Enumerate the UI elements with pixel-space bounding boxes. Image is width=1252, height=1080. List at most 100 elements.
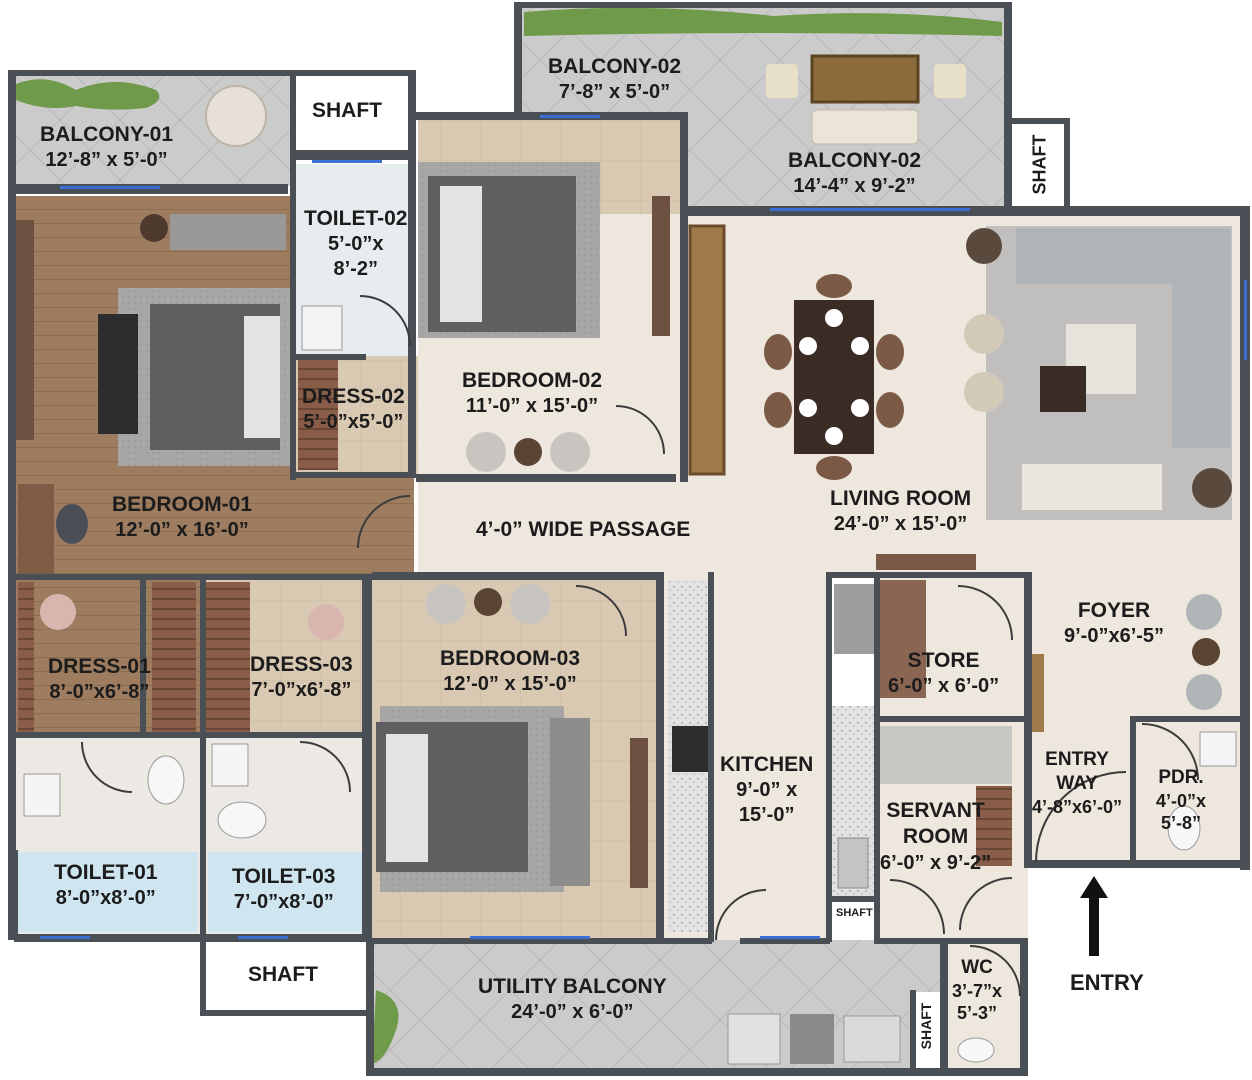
- shaft-top-left-floor: [294, 78, 408, 150]
- pillows-bedroom-01: [244, 316, 280, 438]
- armchair-living-a: [964, 314, 1004, 354]
- pdr-label: PDR. 4’-0”x 5’-8”: [1156, 766, 1206, 835]
- living-room-dim: 24’-0” x 15’-0”: [833, 513, 968, 536]
- balcony-02-small-label: BALCONY-02 7’-8” x 5’-0”: [548, 54, 681, 105]
- cabinet-passage: [688, 224, 726, 476]
- chair-bedroom-03-b: [510, 584, 550, 624]
- dress-01-label: DRESS-01 8’-0”x6’-8”: [48, 654, 151, 705]
- plant-utility: [372, 990, 399, 1064]
- chair-balcony-02-b: [934, 64, 966, 98]
- store-name: STORE: [907, 649, 980, 672]
- shelf-store: [880, 580, 926, 698]
- chair-bedroom-01: [56, 504, 88, 544]
- shaft-top-right-label: SHAFT: [1029, 134, 1050, 195]
- chair-balcony-02-a: [766, 64, 798, 98]
- shaft-kitchen-floor: [832, 900, 876, 936]
- bench-bedroom-01: [98, 314, 138, 434]
- bedroom-01-dim: 12’-0” x 16’-0”: [115, 519, 249, 542]
- balcony-02-large-label: BALCONY-02 14’-4” x 9’-2”: [788, 148, 921, 199]
- bedroom-03-label: BEDROOM-03 12’-0” x 15’-0”: [440, 646, 580, 697]
- bedroom-02-label: BEDROOM-02 11’-0” x 15’-0”: [462, 368, 602, 419]
- toilet-03-name: TOILET-03: [232, 865, 336, 888]
- pouf-dress-01: [40, 594, 76, 630]
- utility-balcony-name: UTILITY BALCONY: [478, 975, 667, 998]
- pouf-dress-03: [308, 604, 344, 640]
- dress-03-dim: 7’-0”x6’-8”: [251, 679, 352, 702]
- round-table-balcony-01: [205, 85, 267, 147]
- pdr-name: PDR.: [1158, 767, 1204, 788]
- sofa-balcony-02: [811, 109, 919, 145]
- wardrobe-dress-02: [298, 360, 338, 470]
- entry-way-dim: 4’-8”x6’-0”: [1032, 796, 1123, 817]
- balcony-01-name: BALCONY-01: [40, 123, 174, 146]
- console-foyer: [1030, 654, 1044, 732]
- shaft-kitchen-label: SHAFT: [836, 907, 873, 921]
- toilet-02-dim2: 8’-2”: [333, 258, 378, 281]
- bedroom-03-dim: 12’-0” x 15’-0”: [443, 673, 577, 696]
- sink-kitchen: [837, 837, 869, 889]
- entry-arrow: [1080, 876, 1108, 956]
- table-foyer: [1192, 638, 1220, 666]
- chair-bedroom-02-b: [550, 432, 590, 472]
- entry-label: ENTRY: [1070, 970, 1144, 995]
- wardrobe-dress-01-right: [152, 582, 196, 734]
- sofa-bedroom-01: [170, 214, 286, 250]
- chair-bedroom-02-a: [466, 432, 506, 472]
- plant-balcony-01: [16, 79, 160, 110]
- living-room-name: LIVING ROOM: [830, 487, 972, 510]
- wc-toilet-03: [217, 801, 267, 839]
- plant-balcony-02: [524, 7, 1002, 36]
- balcony-02-small-name: BALCONY-02: [548, 55, 682, 78]
- dress-02-name: DRESS-02: [302, 385, 405, 408]
- wc-label: WC 3’-7”x 5’-3”: [952, 956, 1002, 1025]
- sofa-living-right: [1172, 228, 1230, 448]
- balcony-01-label: BALCONY-01 12’-8” x 5’-0”: [40, 122, 173, 173]
- wc-toilet-01: [147, 755, 185, 805]
- dress-03-name: DRESS-03: [250, 653, 353, 676]
- tv-unit-bedroom-02: [652, 196, 670, 336]
- dress-01-name: DRESS-01: [48, 655, 151, 678]
- balcony-01-dim: 12’-8” x 5’-0”: [45, 149, 168, 172]
- tv-unit-bedroom-01: [14, 220, 34, 440]
- servant-room-name2: ROOM: [902, 825, 969, 849]
- kitchen-dim1: 9’-0” x: [736, 779, 798, 802]
- toilet-01-dim: 8’-0”x8’-0”: [55, 887, 156, 910]
- doors: [81, 295, 1199, 997]
- bedroom-03-name: BEDROOM-03: [440, 647, 581, 670]
- balcony-02-large-name: BALCONY-02: [788, 149, 922, 172]
- shaft-top-right-floor: [1012, 122, 1066, 206]
- washer-utility: [727, 1013, 781, 1065]
- servant-room-name1: SERVANT: [886, 799, 985, 822]
- foyer-name: FOYER: [1077, 599, 1151, 622]
- store-label: STORE 6’-0” x 6’-0”: [888, 648, 999, 699]
- kitchen-label: KITCHEN 9’-0” x 15’-0”: [720, 752, 813, 828]
- sink-utility: [843, 1015, 901, 1063]
- shaft-utility-label: SHAFT: [918, 1002, 934, 1050]
- entry-way-label: ENTRY WAY 4’-8”x6’-0”: [1032, 748, 1122, 818]
- basin-toilet-02: [301, 305, 343, 351]
- passage-name: 4’-0” WIDE PASSAGE: [476, 518, 691, 541]
- store-dim: 6’-0” x 6’-0”: [888, 675, 1000, 698]
- servant-room-label: SERVANT ROOM 6’-0” x 9’-2”: [880, 798, 991, 876]
- wardrobe-dress-03: [206, 582, 250, 734]
- dress-02-dim: 5’-0”x5’-0”: [303, 411, 404, 434]
- foyer-label: FOYER 9’-0”x6’-5”: [1064, 598, 1164, 649]
- toilet-01-label: TOILET-01 8’-0”x8’-0”: [54, 860, 157, 911]
- toilet-01-tint: [18, 852, 198, 932]
- bedroom-01-label: BEDROOM-01 12’-0” x 16’-0”: [112, 492, 252, 543]
- bedroom-02-dim: 11’-0” x 15’-0”: [465, 395, 599, 418]
- kitchen-name: KITCHEN: [720, 753, 814, 776]
- toilet-03-label: TOILET-03 7’-0”x8’-0”: [232, 864, 335, 915]
- bench-bedroom-03: [550, 718, 590, 886]
- bed-servant: [880, 726, 1012, 784]
- shaft-kitchen-name: SHAFT: [836, 907, 873, 919]
- planter-living-a: [966, 228, 1002, 264]
- basin-pdr: [1199, 731, 1237, 767]
- toilet-03-tint: [208, 852, 362, 932]
- foyer-dim: 9’-0”x6’-5”: [1064, 625, 1165, 648]
- wc-servant: [957, 1037, 995, 1063]
- windows: [40, 115, 1247, 939]
- armchair-living-b: [964, 372, 1004, 412]
- toilet-01-name: TOILET-01: [54, 861, 158, 884]
